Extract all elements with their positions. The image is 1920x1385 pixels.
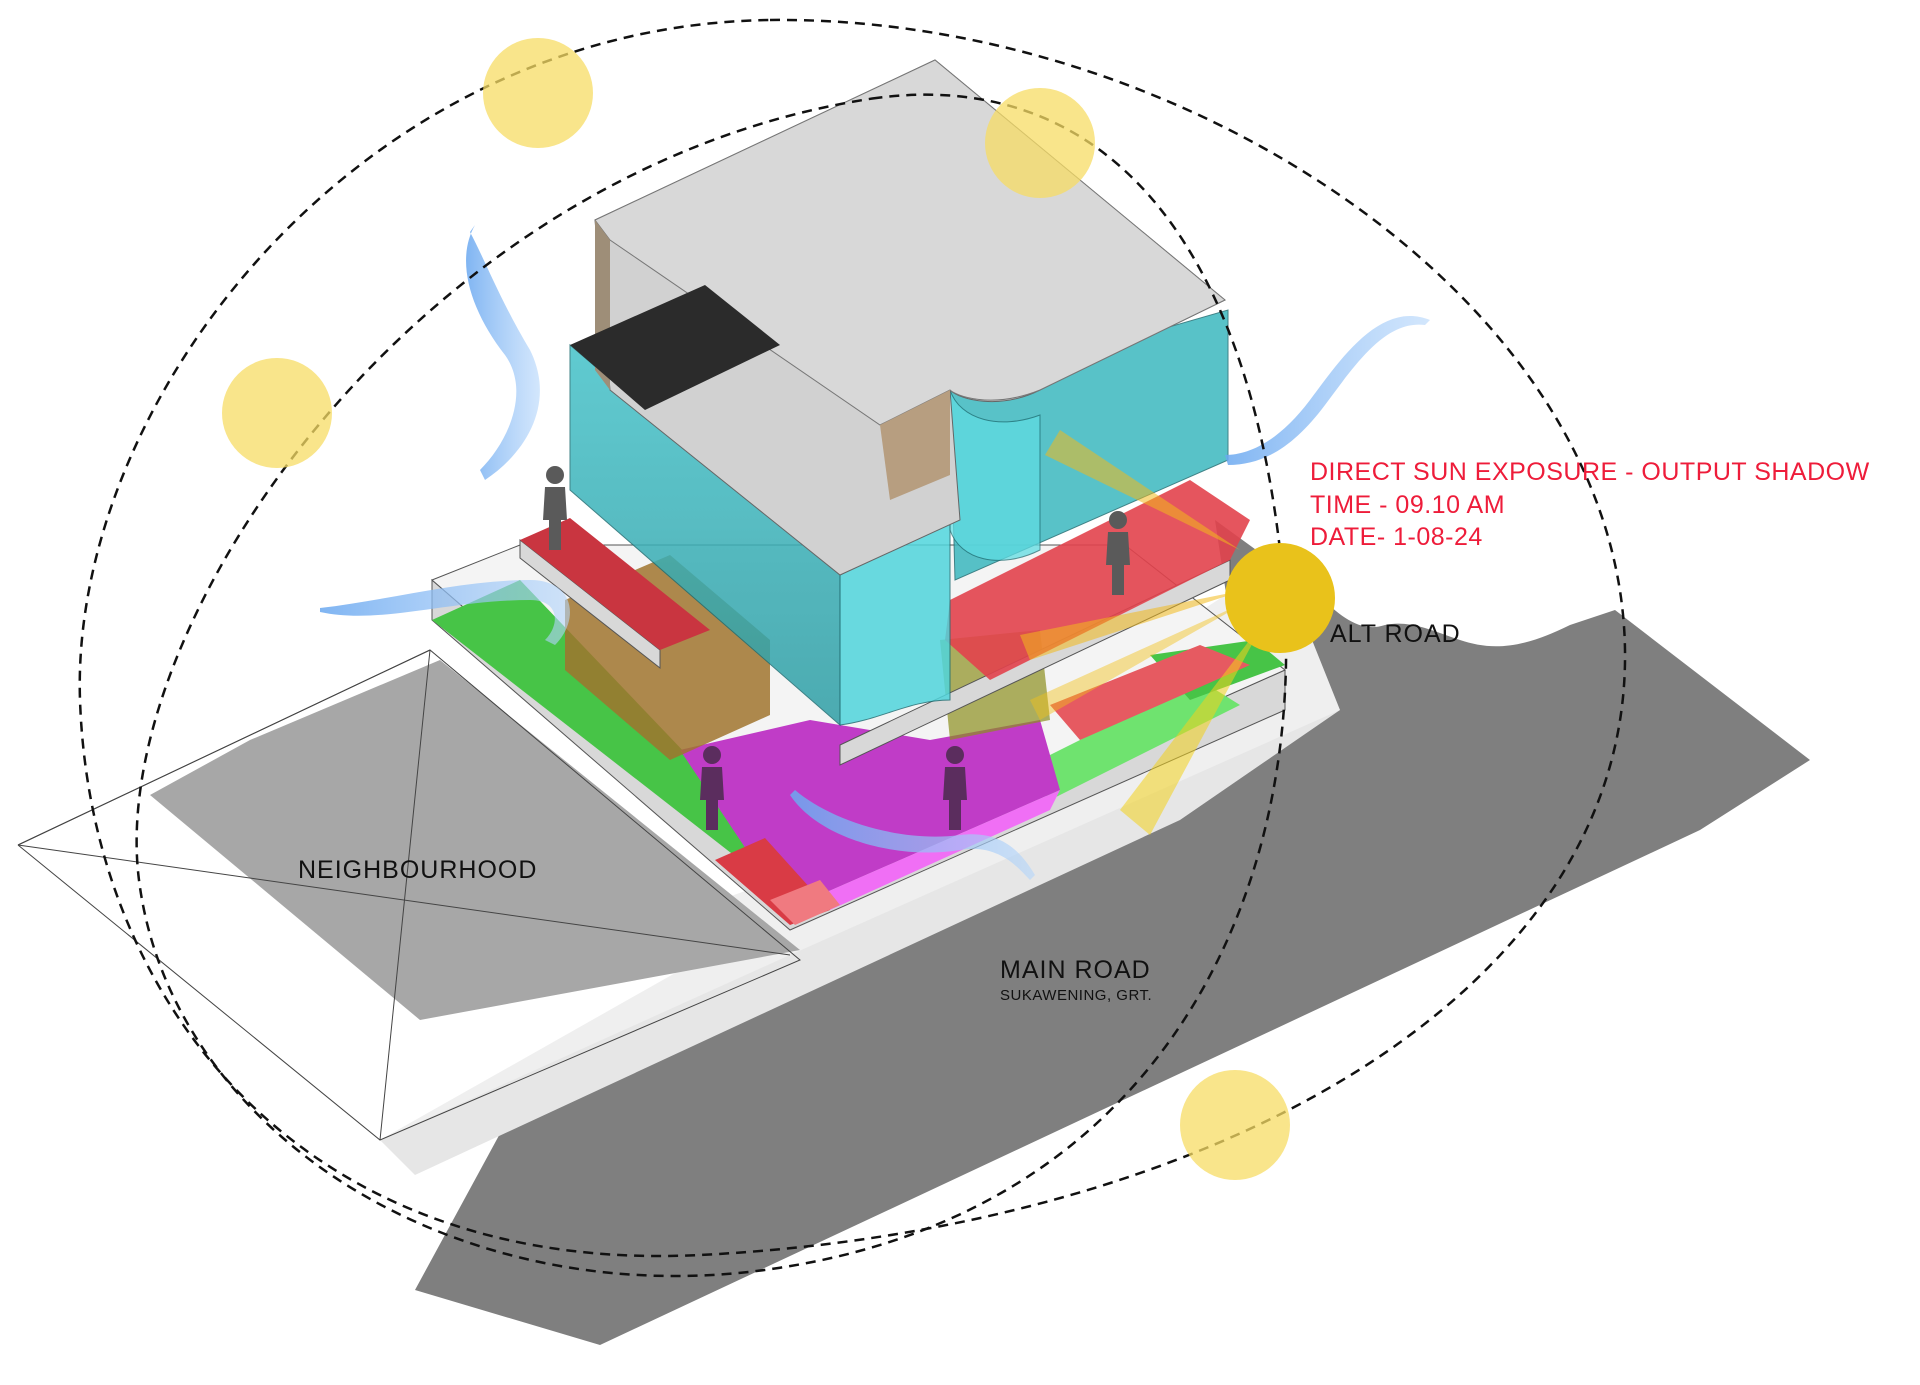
people: [543, 466, 1130, 830]
person-icon: [943, 746, 967, 830]
wind-arrow-icon: [320, 580, 570, 645]
wind-arrow-icon: [466, 225, 540, 480]
sun-icon: [483, 38, 593, 148]
sun-ray-2: [1020, 590, 1245, 660]
main-road-sublabel: SUKAWENING, GRT.: [1000, 987, 1152, 1004]
building: [431, 59, 1286, 931]
sun-icon: [985, 88, 1095, 198]
sun-ray-1: [1045, 430, 1240, 550]
glass-curve: [949, 389, 1041, 561]
sun-icon: [222, 358, 332, 468]
garden-right: [1020, 680, 1240, 800]
sun-paths: [78, 18, 1627, 1278]
main-road: [415, 520, 1810, 1345]
neighbourhood-label: NEIGHBOURHOOD: [298, 856, 537, 884]
person-icon: [543, 466, 567, 550]
wind-flows: [320, 225, 1430, 880]
sun-markers: [222, 38, 1335, 1180]
sun-path-orbit-1: [78, 18, 1627, 1258]
sun-ray-4: [1030, 600, 1250, 720]
sun-analysis-title: DIRECT SUN EXPOSURE - OUTPUT SHADOW: [1310, 458, 1870, 486]
steps-red-pink: [770, 880, 840, 925]
person-icon: [700, 746, 724, 830]
sun-ray-3: [1120, 620, 1265, 835]
plot-diagonal-3: [379, 649, 431, 1141]
roof-opening: [880, 390, 950, 500]
skylight: [570, 285, 780, 410]
person-icon: [1106, 511, 1130, 595]
sun-analysis-date: DATE- 1-08-24: [1310, 523, 1483, 551]
wind-arrow-icon: [1225, 316, 1430, 465]
sun-icon: [1180, 1070, 1290, 1180]
alt-road-label: ALT ROAD: [1330, 620, 1461, 648]
sun-analysis-time: TIME - 09.10 AM: [1310, 491, 1505, 519]
current-sun-icon: [1225, 543, 1335, 653]
terrace-left: [520, 518, 710, 650]
glass-volume-front: [839, 519, 951, 726]
terrace-right-2: [1050, 645, 1250, 740]
sun-rays: [1020, 430, 1265, 835]
labels: DIRECT SUN EXPOSURE - OUTPUT SHADOW TIME…: [298, 458, 1870, 1004]
terrace-right: [945, 480, 1250, 680]
neighbourhood-shadow: [150, 660, 800, 1020]
plot-diagonal-2: [17, 649, 431, 846]
main-road-label: MAIN ROAD: [1000, 956, 1151, 984]
garden-left: [432, 580, 765, 860]
